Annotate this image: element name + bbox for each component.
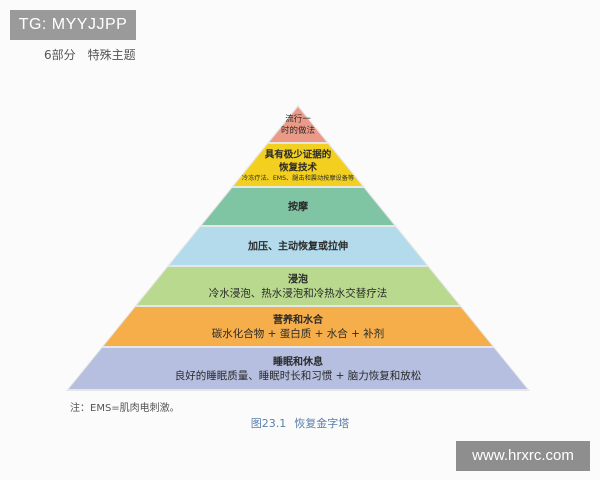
pyramid-tier-3: [202, 188, 394, 225]
pyramid-tier-7-label-1: 睡眠和休息: [273, 355, 323, 368]
pyramid-tier-1-label-1: 流行一: [285, 114, 311, 125]
pyramid-tier-5: [137, 267, 459, 305]
pyramid-tier-1: [269, 107, 327, 142]
pyramid-tier-7: [68, 348, 528, 389]
figure-title: 恢复金字塔: [294, 417, 350, 430]
section-header: 6部分特殊主题: [44, 46, 136, 63]
pyramid-tier-2-label-3: 冷冻疗法、EMS、腿击和震动按摩设备等: [242, 174, 354, 182]
pyramid-tier-1-label-2: 时的做法: [281, 125, 315, 136]
footnote: 注：EMS=肌肉电刺激。: [70, 403, 180, 414]
pyramid-tier-6: [103, 307, 493, 346]
pyramid-tier-4-label-1: 加压、主动恢复或拉伸: [247, 239, 348, 252]
pyramid-tier-2-label-1: 具有极少证据的: [264, 149, 332, 161]
pyramid-tier-6-label-1: 营养和水合: [273, 313, 324, 326]
pyramid-tier-2-label-2: 恢复技术: [279, 161, 318, 173]
watermark-top: TG: MYYJJPP: [10, 10, 136, 40]
watermark-bottom: www.hrxrc.com: [456, 441, 590, 471]
pyramid-tier-5-label-1: 浸泡: [288, 272, 308, 285]
pyramid-tier-4: [169, 227, 427, 265]
pyramid-tier-6-label-2: 碳水化合物 + 蛋白质 + 水合 + 补剂: [212, 327, 384, 340]
pyramid-tier-2: [233, 144, 363, 186]
figure-number: 图23.1: [250, 417, 287, 430]
section-number: 6部分: [44, 48, 76, 62]
pyramid-tier-7-label-2: 良好的睡眠质量、睡眠时长和习惯 + 脑力恢复和放松: [175, 369, 422, 382]
section-title: 特殊主题: [87, 48, 136, 62]
figure-caption: 图23.1 恢复金字塔: [0, 415, 600, 431]
pyramid-tier-5-label-2: 冷水浸泡、热水浸泡和冷热水交替疗法: [209, 286, 388, 299]
pyramid-tier-3-label-1: 按摩: [288, 200, 309, 213]
